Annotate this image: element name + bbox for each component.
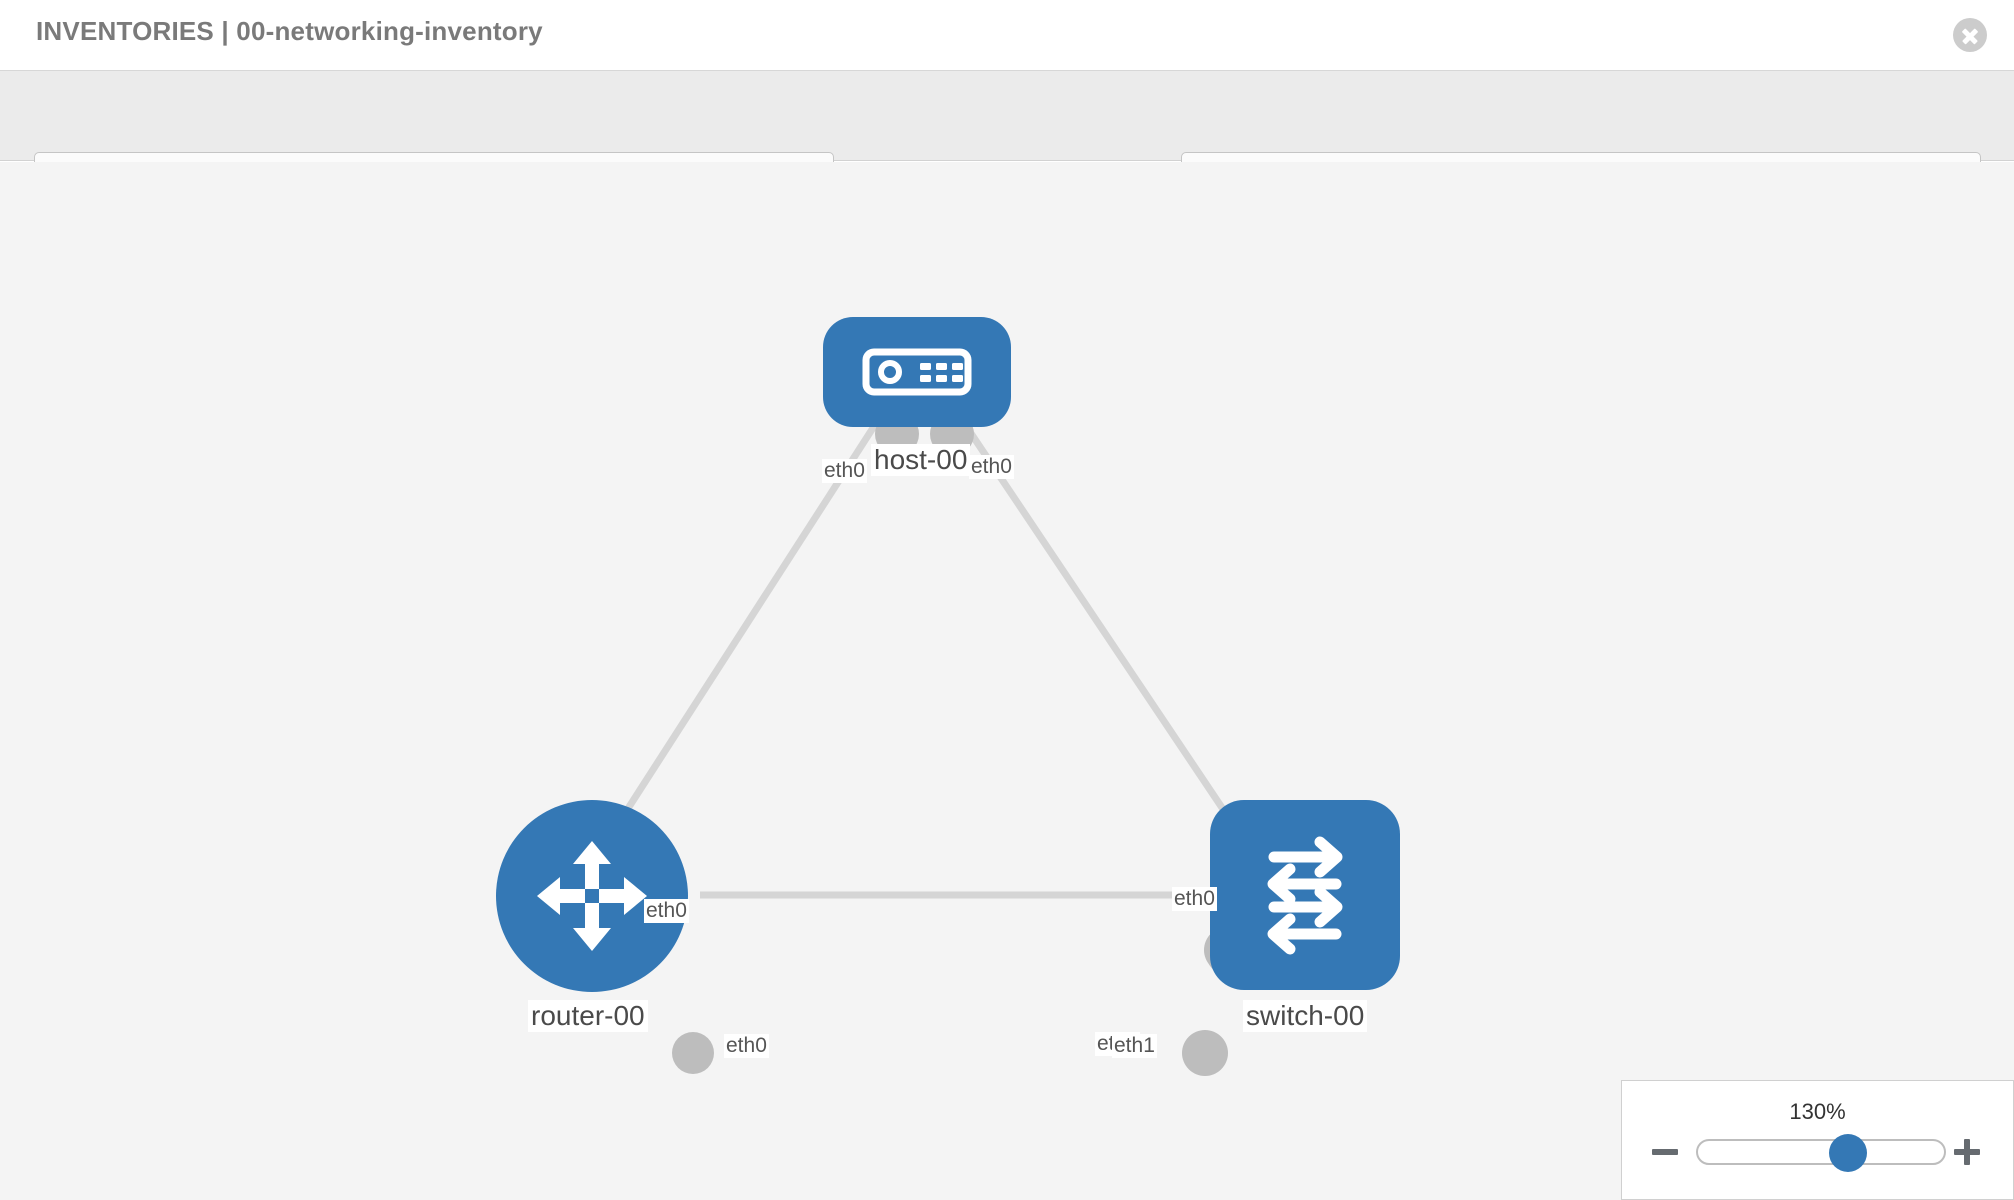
edge-label-switch-upper: eth0: [1172, 887, 1217, 911]
topology-canvas[interactable]: host-00 eth0 eth0 router-00 eth0 eth0: [0, 162, 2014, 1200]
toolbar: ACTIONS SEARCH: [0, 71, 2014, 204]
node-switch-00-label: switch-00: [1243, 1000, 1368, 1032]
edge-label-switch-left-b: eth1: [1112, 1034, 1157, 1058]
edge-label-router-right: eth0: [724, 1034, 769, 1058]
page-header: INVENTORIES | 00-networking-inventory: [0, 0, 2014, 71]
node-switch-00[interactable]: [1210, 800, 1400, 990]
node-host-00-shape[interactable]: [823, 317, 1011, 427]
zoom-in-button[interactable]: [1952, 1137, 1982, 1167]
server-icon: [862, 348, 972, 396]
zoom-slider-thumb[interactable]: [1829, 1134, 1868, 1172]
zoom-out-button[interactable]: [1650, 1137, 1680, 1167]
edge-host-router: [597, 415, 883, 854]
port-switch-left[interactable]: [1182, 1030, 1228, 1076]
node-router-00-label: router-00: [528, 1000, 648, 1032]
close-icon[interactable]: [1953, 18, 1987, 52]
node-router-00[interactable]: [496, 800, 688, 992]
router-arrows-icon: [537, 841, 647, 951]
node-router-00-shape[interactable]: [496, 800, 688, 992]
switch-arrows-icon: [1267, 836, 1343, 955]
node-host-00[interactable]: [823, 317, 1011, 427]
topology-edges: [597, 415, 1248, 899]
node-host-00-label: host-00: [871, 444, 971, 476]
page-title: INVENTORIES | 00-networking-inventory: [36, 16, 543, 46]
edge-host-switch: [957, 415, 1248, 844]
zoom-level-value: 130%: [1789, 1099, 1846, 1124]
port-router-right[interactable]: [672, 1032, 714, 1074]
edge-label-host-left: eth0: [822, 459, 867, 483]
zoom-control-panel: 130%: [1621, 1080, 2014, 1200]
zoom-slider[interactable]: [1696, 1134, 1946, 1172]
edge-label-host-right: eth0: [969, 455, 1014, 479]
node-switch-00-shape[interactable]: [1210, 800, 1400, 990]
edge-label-router-upper: eth0: [644, 899, 689, 923]
